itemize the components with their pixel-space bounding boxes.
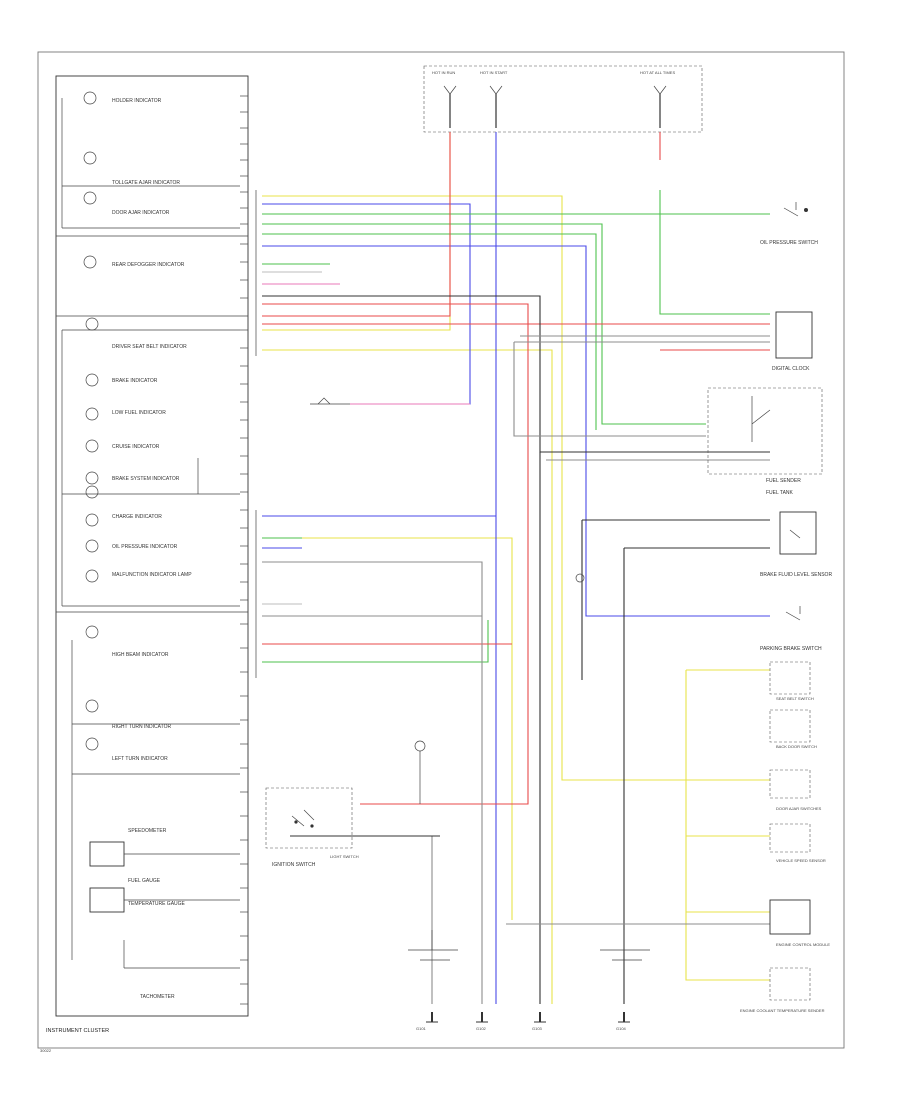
fuel-gauge-box — [89, 887, 125, 913]
wire-bundle — [262, 132, 770, 1004]
ground-icon — [426, 1012, 438, 1023]
indicator-label: MALFUNCTION INDICATOR LAMP — [112, 572, 192, 578]
temp-sender-label: ENGINE COOLANT TEMPERATURE SENDER — [740, 1008, 825, 1013]
lamp-icon — [85, 485, 99, 499]
indicator-label: DRIVER SEAT BELT INDICATOR — [112, 344, 187, 350]
lamp-icon — [83, 91, 97, 105]
indicator-lamps — [61, 91, 240, 960]
lamp-icon — [85, 625, 99, 639]
digital-clock: DIGITAL CLOCK — [772, 311, 813, 372]
brake-fluid-sensor: BRAKE FLUID LEVEL SENSOR — [760, 511, 832, 578]
right-side-modules: SEAT BELT SWITCH BACK DOOR SWITCH DOOR A… — [740, 661, 830, 1013]
mid-relay — [310, 397, 585, 804]
lamp-icon — [85, 513, 99, 527]
fuse-icon — [653, 85, 667, 95]
indicator-label: BRAKE SYSTEM INDICATOR — [112, 476, 180, 482]
gauge-label: TACHOMETER — [140, 994, 175, 1000]
indicator-label: LOW FUEL INDICATOR — [112, 410, 166, 416]
page-mark: 30022 — [40, 1048, 52, 1053]
ground-icon — [618, 1012, 630, 1023]
ground-icon — [534, 1012, 546, 1023]
lamp-icon — [85, 407, 99, 421]
indicator-label: REAR DEFOGGER INDICATOR — [112, 262, 185, 268]
fuse-label: HOT IN RUN — [432, 70, 455, 75]
ground-label: G102 — [476, 1026, 487, 1031]
ground-label: G104 — [616, 1026, 627, 1031]
lamp-icon — [83, 151, 97, 165]
fuel-tank-label: FUEL TANK — [766, 490, 794, 496]
ignition-switch-label: IGNITION SWITCH — [272, 862, 316, 868]
fuse-label: HOT IN START — [480, 70, 508, 75]
lamp-icon — [85, 317, 99, 331]
diagram-frame — [37, 51, 845, 1049]
gauge-label: SPEEDOMETER — [128, 828, 167, 834]
fuse-icon — [443, 85, 457, 95]
cluster-title: INSTRUMENT CLUSTER — [46, 1028, 109, 1034]
resistor-icon — [575, 573, 585, 583]
digital-clock-label: DIGITAL CLOCK — [772, 366, 810, 372]
lamp-icon — [85, 471, 99, 485]
door-ajar-switch-label: DOOR AJAR SWITCHES — [776, 806, 822, 811]
indicator-label: TOLLGATE AJAR INDICATOR — [112, 180, 180, 186]
lamp-icon — [85, 539, 99, 553]
indicator-label: BRAKE INDICATOR — [112, 378, 158, 384]
seat-belt-switch-label: SEAT BELT SWITCH — [776, 696, 814, 701]
indicator-label: HOLDER INDICATOR — [112, 98, 162, 104]
speed-sensor-label: VEHICLE SPEED SENSOR — [776, 858, 826, 863]
indicator-label: HIGH BEAM INDICATOR — [112, 652, 169, 658]
oil-pressure-switch: OIL PRESSURE SWITCH — [760, 202, 818, 246]
ignition-switch: IGNITION SWITCH LIGHT SWITCH — [265, 787, 359, 868]
fuse-box: HOT IN RUN HOT IN START HOT AT ALL TIMES — [423, 65, 703, 133]
indicator-label: CHARGE INDICATOR — [112, 514, 162, 520]
indicator-label: RIGHT TURN INDICATOR — [112, 724, 171, 730]
back-door-switch-label: BACK DOOR SWITCH — [776, 744, 817, 749]
lamp-icon — [83, 191, 97, 205]
brake-fluid-sensor-label: BRAKE FLUID LEVEL SENSOR — [760, 572, 832, 578]
lamp-icon — [83, 255, 97, 269]
fuse-label: HOT AT ALL TIMES — [640, 70, 675, 75]
cluster-pin-ticks — [240, 95, 248, 1005]
grounds: G101 G102 G103 G104 — [408, 930, 650, 1031]
lamp-icon — [85, 439, 99, 453]
ground-label: G103 — [532, 1026, 543, 1031]
instrument-cluster: HOLDER INDICATOR TOLLGATE AJAR INDICATOR… — [46, 75, 249, 1034]
indicator-label: CRUISE INDICATOR — [112, 444, 160, 450]
fuse-icon — [489, 85, 503, 95]
light-switch-label: LIGHT SWITCH — [330, 854, 359, 859]
lamp-icon — [85, 737, 99, 751]
indicator-label: OIL PRESSURE INDICATOR — [112, 544, 178, 550]
lamp-icon — [85, 699, 99, 713]
fuel-sender: FUEL SENDER FUEL TANK — [707, 387, 823, 496]
engine-control-label: ENGINE CONTROL MODULE — [776, 942, 830, 947]
gauge-label: TEMPERATURE GAUGE — [128, 901, 186, 907]
indicator-label: DOOR AJAR INDICATOR — [112, 210, 170, 216]
ground-label: G101 — [416, 1026, 427, 1031]
ground-icon — [476, 1012, 488, 1023]
oil-pressure-switch-label: OIL PRESSURE SWITCH — [760, 240, 818, 246]
parking-brake-switch: PARKING BRAKE SWITCH — [760, 606, 822, 652]
indicator-label: LEFT TURN INDICATOR — [112, 756, 168, 762]
gauge-label: FUEL GAUGE — [128, 878, 161, 884]
fuel-sender-label: FUEL SENDER — [766, 478, 801, 484]
parking-brake-label: PARKING BRAKE SWITCH — [760, 646, 822, 652]
lamp-icon — [85, 569, 99, 583]
lamp-icon — [85, 373, 99, 387]
junction-icon — [414, 740, 426, 752]
speedometer-box — [89, 841, 125, 867]
